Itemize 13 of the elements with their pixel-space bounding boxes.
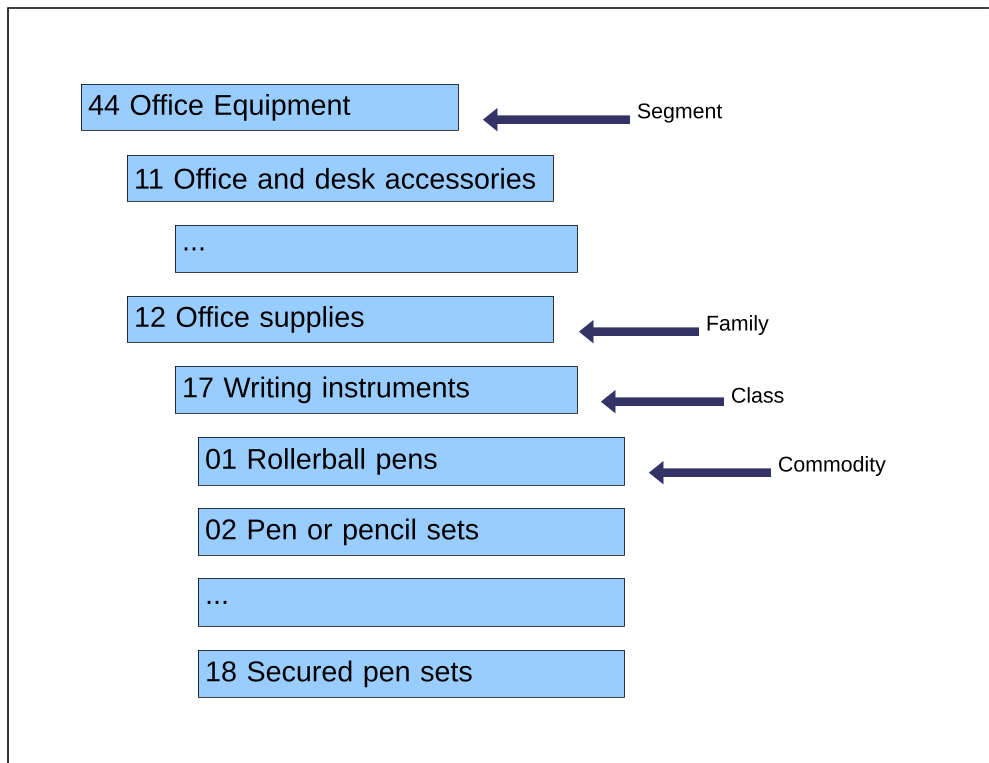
category-box: 12 Office supplies bbox=[127, 296, 554, 343]
level-label: Family bbox=[708, 315, 769, 335]
category-box: 11 Office and desk accessories bbox=[127, 155, 554, 202]
category-box: 17 Writing instruments bbox=[175, 366, 578, 414]
level-label: Commodity bbox=[779, 456, 886, 476]
category-box: 18 Secured pen sets bbox=[198, 650, 625, 698]
category-box: 02 Pen or pencil sets bbox=[198, 508, 625, 556]
category-box: ... bbox=[198, 578, 625, 627]
category-box: 01 Rollerball pens bbox=[198, 437, 625, 486]
category-box: ... bbox=[175, 225, 578, 273]
level-label: Segment bbox=[638, 103, 722, 123]
category-box: 44 Office Equipment bbox=[81, 84, 459, 131]
level-label: Class bbox=[732, 387, 784, 403]
